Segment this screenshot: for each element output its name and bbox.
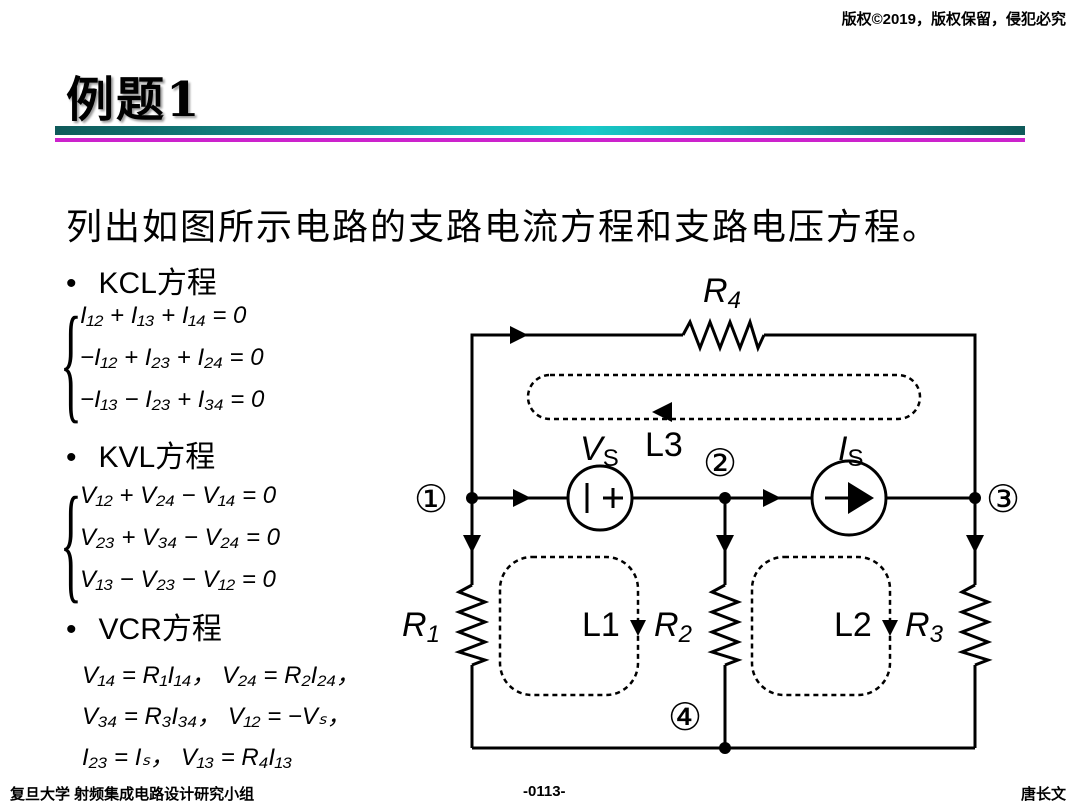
bullet-dot: • bbox=[66, 613, 77, 646]
kcl-heading: • KCL方程 bbox=[66, 258, 217, 302]
junction-node-3 bbox=[969, 492, 981, 504]
kvl-heading: • KVL方程 bbox=[66, 432, 215, 476]
resistor-r1 bbox=[454, 583, 490, 667]
footer-page-number: -0113- bbox=[523, 783, 566, 800]
resistor-r4 bbox=[681, 317, 766, 353]
footer-affiliation: 复旦大学 射频集成电路设计研究小组 bbox=[10, 786, 255, 803]
label-r1: R1 bbox=[402, 606, 440, 648]
kvl-equation-1: V₁₂ + V₂₄ − V₁₄ = 0 bbox=[80, 482, 277, 509]
arrow-down-right-icon bbox=[966, 535, 984, 553]
kcl-equation-1: I₁₂ + I₁₃ + I₁₄ = 0 bbox=[80, 302, 247, 329]
junction-node-4 bbox=[719, 742, 731, 754]
label-r3: R3 bbox=[905, 606, 944, 648]
vcr-line-2: V₃₄ = R₃I₃₄， V₁₂ = −Vₛ， bbox=[82, 703, 351, 730]
vcr-line-3: I₂₃ = Iₛ， V₁₃ = R₄I₁₃ bbox=[82, 744, 293, 771]
node-label-3: ③ bbox=[986, 479, 1020, 521]
junction-node-1 bbox=[466, 492, 478, 504]
loop-l3-path bbox=[526, 373, 922, 421]
node-label-4: ④ bbox=[668, 697, 702, 739]
loop-l2-arrow-icon bbox=[882, 620, 898, 636]
kcl-equation-2: −I₁₂ + I₂₃ + I₂₄ = 0 bbox=[80, 344, 264, 371]
arrow-down-left-icon bbox=[463, 535, 481, 553]
arrow-top-right-icon bbox=[510, 326, 528, 344]
bullet-dot: • bbox=[66, 441, 77, 474]
loop-l3-arrow-icon bbox=[652, 402, 672, 422]
label-r2: R2 bbox=[654, 606, 692, 648]
copyright-notice: 版权©2019，版权保留，侵犯必究 bbox=[841, 11, 1066, 28]
title-rule-magenta bbox=[55, 138, 1025, 142]
resistor-r3 bbox=[957, 583, 993, 667]
kcl-label: KCL方程 bbox=[98, 267, 217, 300]
kvl-equation-3: V₁₃ − V₂₃ − V₁₂ = 0 bbox=[80, 566, 276, 593]
label-vs: VS bbox=[580, 430, 619, 472]
label-is: IS bbox=[838, 430, 863, 472]
brace-icon: { bbox=[60, 471, 82, 615]
arrow-down-center-icon bbox=[716, 535, 734, 553]
label-l1: L1 bbox=[582, 606, 620, 644]
node-label-1: ① bbox=[414, 479, 448, 521]
title-rule-teal bbox=[55, 126, 1025, 135]
voltage-source-vs bbox=[566, 464, 634, 532]
resistor-r2 bbox=[707, 583, 743, 667]
footer-author: 唐长文 bbox=[1020, 786, 1066, 803]
brace-icon: { bbox=[60, 291, 82, 435]
arrow-mid-right-icon bbox=[763, 489, 781, 507]
vcr-line-1: V₁₄ = R₁I₁₄， V₂₄ = R₂I₂₄， bbox=[82, 662, 361, 689]
current-source-arrow-icon bbox=[848, 482, 874, 514]
loop-l2-path bbox=[750, 555, 892, 697]
label-r4: R4 bbox=[703, 272, 741, 314]
loop-l1-path bbox=[498, 555, 640, 697]
arrow-mid-left-icon bbox=[513, 489, 531, 507]
slide-title: 例题1 bbox=[66, 72, 202, 128]
loop-l1-arrow-icon bbox=[630, 620, 646, 636]
problem-statement: 列出如图所示电路的支路电流方程和支路电压方程。 bbox=[66, 207, 941, 248]
node-label-2: ② bbox=[703, 443, 737, 485]
label-l3: L3 bbox=[645, 426, 683, 464]
kcl-equation-3: −I₁₃ − I₂₃ + I₃₄ = 0 bbox=[80, 386, 265, 413]
vcr-heading: • VCR方程 bbox=[66, 604, 222, 648]
label-l2: L2 bbox=[834, 606, 872, 644]
kvl-label: KVL方程 bbox=[98, 441, 216, 474]
wire-top bbox=[470, 333, 977, 498]
vs-polarity-marks bbox=[585, 483, 623, 513]
junction-node-2 bbox=[719, 492, 731, 504]
kvl-equation-2: V₂₃ + V₃₄ − V₂₄ = 0 bbox=[80, 524, 281, 551]
vcr-label: VCR方程 bbox=[98, 613, 222, 646]
bullet-dot: • bbox=[66, 267, 77, 300]
current-source-is bbox=[810, 459, 888, 537]
